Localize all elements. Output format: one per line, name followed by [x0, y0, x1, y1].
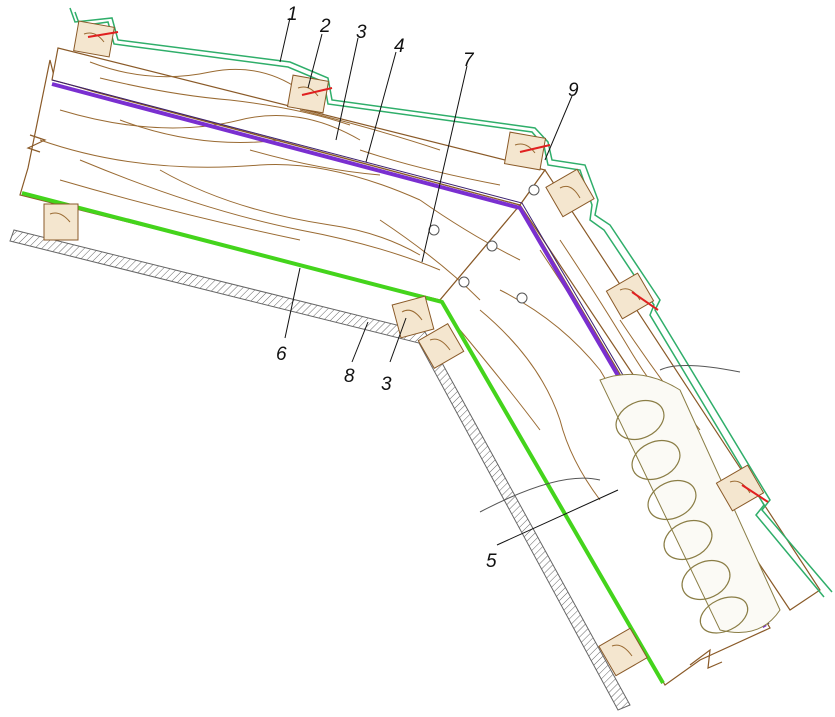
leader-lines	[279, 17, 619, 546]
batten-top-1	[73, 20, 119, 58]
callout-9: 9	[568, 80, 579, 101]
callout-3-bottom: 3	[381, 374, 392, 395]
batten-bottom-slope	[598, 627, 648, 677]
callout-8: 8	[344, 366, 355, 387]
callout-1: 1	[287, 4, 298, 25]
bolts-7	[428, 184, 540, 304]
batten-slope-2	[605, 272, 659, 320]
callout-3-top: 3	[356, 22, 367, 43]
batten-top-3	[503, 131, 551, 171]
insulation-5	[479, 365, 781, 634]
batten-slope-1	[545, 168, 595, 218]
batten-slope-3	[715, 464, 769, 512]
callout-2: 2	[319, 16, 331, 37]
batten-top-2	[286, 74, 333, 114]
batten-bottom-corner	[417, 322, 465, 370]
ceiling-plaster	[9, 229, 631, 711]
callout-6: 6	[276, 344, 287, 365]
metal-roofing	[69, 7, 833, 593]
batten-bottom-left	[43, 203, 79, 241]
vapor-barrier-6	[21, 191, 665, 685]
metal-roofing-inner	[74, 11, 825, 598]
break-line-bottom	[689, 648, 723, 669]
break-line-left	[26, 134, 47, 153]
callout-4: 4	[394, 36, 405, 57]
callout-5: 5	[486, 551, 497, 572]
callout-7: 7	[463, 50, 475, 71]
